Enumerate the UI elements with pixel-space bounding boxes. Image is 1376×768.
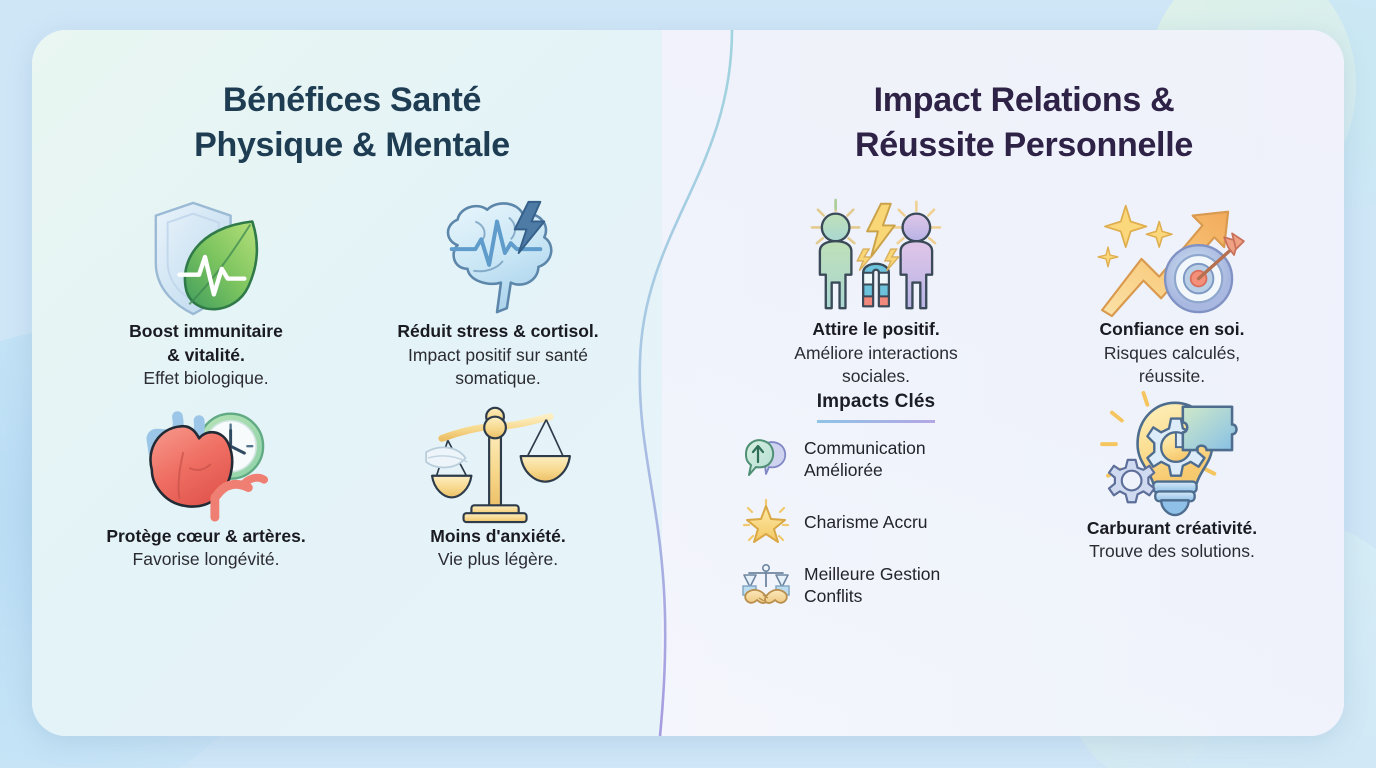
feature-stress[interactable]: Réduit stress & cortisol. Impact positif… bbox=[352, 192, 644, 390]
feature-subline: Favorise longévité. bbox=[132, 548, 280, 569]
feature-text: Réduit stress & cortisol. Impact positif… bbox=[391, 320, 604, 390]
feature-heart[interactable]: Protège cœur & artères. Favorise longévi… bbox=[60, 397, 352, 572]
key-impact-item[interactable]: Charisme Accru bbox=[742, 498, 1024, 545]
feature-subline: Risques calculés, réussite. bbox=[1103, 342, 1241, 387]
balance-scale-feather-icon bbox=[423, 397, 573, 525]
lightbulb-gears-puzzle-icon bbox=[1097, 389, 1247, 517]
key-impact-label: Charisme Accru bbox=[804, 511, 928, 532]
feature-headline: Boost immunitaire & vitalité. bbox=[129, 321, 283, 365]
feature-subline: Vie plus légère. bbox=[437, 548, 559, 569]
speech-bubble-up-arrow-icon bbox=[742, 436, 790, 482]
growth-arrow-target-icon bbox=[1097, 190, 1247, 318]
feature-headline: Protège cœur & artères. bbox=[106, 525, 306, 546]
key-impact-item[interactable]: Communication Améliorée bbox=[742, 436, 1024, 482]
two-people-magnet-icon bbox=[801, 190, 951, 318]
key-impacts-list: Communication Améliorée bbox=[728, 436, 1024, 608]
key-impacts-section: Impacts Clés bbox=[728, 389, 1024, 608]
feature-anxiety[interactable]: Moins d'anxiété. Vie plus légère. bbox=[352, 397, 644, 572]
feature-text: Confiance en soi. Risques calculés, réus… bbox=[1094, 318, 1251, 388]
left-panel-title: Bénéfices Santé Physique & Mentale bbox=[194, 81, 510, 165]
feature-text: Carburant créativité. Trouve des solutio… bbox=[1081, 517, 1263, 564]
feature-text: Protège cœur & artères. Favorise longévi… bbox=[100, 525, 311, 572]
feature-headline: Confiance en soi. bbox=[1099, 319, 1245, 340]
shield-leaf-pulse-icon bbox=[131, 192, 281, 320]
brain-waveform-bolt-icon bbox=[423, 192, 573, 320]
left-feature-grid: Boost immunitaire & vitalité. Effet biol… bbox=[32, 192, 672, 571]
feature-text: Attire le positif. Améliore interactions… bbox=[788, 318, 963, 388]
key-impact-label: Meilleure Gestion Conflits bbox=[804, 563, 941, 606]
right-feature-grid: Attire le positif. Améliore interactions… bbox=[704, 190, 1344, 607]
scales-handshake-icon bbox=[742, 562, 790, 608]
feature-subline: Impact positif sur santé somatique. bbox=[408, 344, 588, 389]
heart-clock-icon bbox=[131, 397, 281, 525]
feature-confidence[interactable]: Confiance en soi. Risques calculés, réus… bbox=[1024, 190, 1320, 388]
feature-headline: Attire le positif. bbox=[812, 319, 940, 340]
feature-immunity[interactable]: Boost immunitaire & vitalité. Effet biol… bbox=[60, 192, 352, 390]
feature-headline: Moins d'anxiété. bbox=[430, 525, 566, 546]
feature-subline: Trouve des solutions. bbox=[1089, 540, 1255, 561]
right-panel: Impact Relations & Réussite Personnelle bbox=[704, 30, 1344, 736]
feature-text: Boost immunitaire & vitalité. Effet biol… bbox=[123, 320, 289, 390]
feature-subline: Effet biologique. bbox=[143, 367, 269, 388]
star-sparkle-icon bbox=[742, 498, 790, 545]
left-panel: Bénéfices Santé Physique & Mentale bbox=[32, 30, 672, 736]
right-panel-title: Impact Relations & Réussite Personnelle bbox=[855, 81, 1193, 165]
infographic-card: Bénéfices Santé Physique & Mentale bbox=[32, 30, 1344, 736]
key-impact-item[interactable]: Meilleure Gestion Conflits bbox=[742, 562, 1024, 608]
feature-attraction[interactable]: Attire le positif. Améliore interactions… bbox=[728, 190, 1024, 388]
feature-creativity[interactable]: Carburant créativité. Trouve des solutio… bbox=[1024, 389, 1320, 608]
key-impact-label: Communication Améliorée bbox=[804, 437, 926, 480]
feature-text: Moins d'anxiété. Vie plus légère. bbox=[424, 525, 571, 572]
feature-subline: Améliore interactions sociales. bbox=[794, 342, 958, 387]
feature-headline: Carburant créativité. bbox=[1086, 517, 1258, 538]
key-impacts-title: Impacts Clés bbox=[816, 390, 936, 423]
feature-headline: Réduit stress & cortisol. bbox=[397, 321, 599, 342]
